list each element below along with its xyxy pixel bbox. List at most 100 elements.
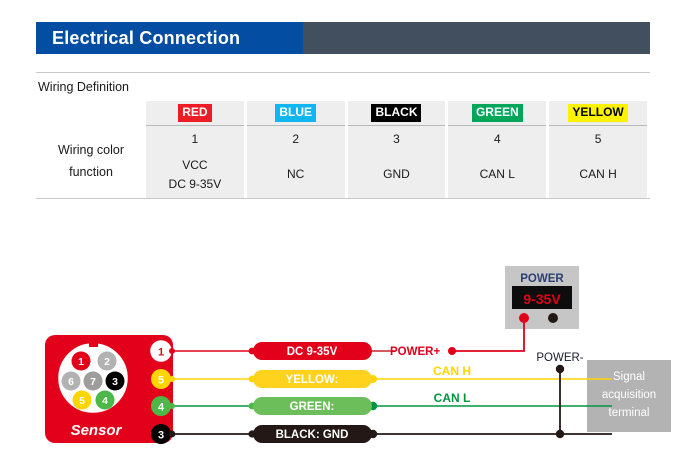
annotation-can-l: CAN L (434, 391, 471, 405)
signal-terminal-line1: Signal (613, 371, 645, 383)
annotation-power-minus: POWER- (536, 352, 583, 364)
signal-terminal-line3: terminal (609, 407, 650, 419)
wire-label-text-green: GREEN: (290, 401, 335, 413)
wire-label-yellow: YELLOW: (253, 370, 372, 388)
sensor-terminals: 1 5 4 3 (150, 340, 176, 444)
section-divider-top (36, 72, 650, 73)
pin-1-label: 1 (78, 356, 84, 368)
table-cell-number-4: 4 (448, 125, 547, 151)
wire-can-l (172, 401, 612, 411)
terminal-badge-5 (151, 369, 171, 389)
wire-node-power-plus (448, 347, 456, 355)
wire-red-segment-right (452, 318, 525, 352)
terminal-badge-1-label: 1 (158, 347, 164, 359)
pin-2 (97, 351, 117, 371)
terminal-badge-3 (151, 424, 171, 444)
pin-7 (83, 371, 103, 391)
sensor-connector: 1 2 6 7 3 5 4 Sensor 1 5 4 (45, 335, 176, 444)
table-cell-function-3: GND (347, 151, 446, 198)
connector-keyway (89, 341, 98, 347)
wire-label-pill-yellow (253, 370, 372, 388)
table-cell-function-4: CAN L (448, 151, 547, 198)
table-cell-function-1: VCC DC 9-35V (146, 151, 244, 198)
color-chip-blue: BLUE (275, 104, 317, 122)
table-row-functions: VCC DC 9-35V NC GND CAN L CAN H (39, 151, 647, 198)
power-module-display (512, 286, 572, 309)
wiring-definition-table: RED BLUE BLACK GREEN YELLOW Wiring color… (36, 101, 650, 198)
section-divider-bottom (36, 198, 650, 199)
wire-power-positive (172, 318, 525, 355)
wire-ground (172, 364, 612, 439)
color-chip-green: GREEN (471, 104, 523, 122)
table-row-numbers: Wiring color function 1 2 3 4 5 (39, 125, 647, 198)
wiring-definition-caption: Wiring Definition (38, 80, 130, 94)
table-corner-cell (39, 101, 143, 125)
function-line1: VCC (182, 157, 208, 172)
signal-terminal-line2: acquisition (602, 389, 656, 401)
wire-label-pill-green (253, 397, 372, 415)
annotation-can-h: CAN H (433, 364, 471, 378)
color-chip-black: BLACK (371, 104, 422, 122)
terminal-dot-1 (169, 348, 175, 354)
row-header-line2: function (69, 164, 113, 179)
table-row-colors: RED BLUE BLACK GREEN YELLOW (39, 101, 647, 125)
terminal-badge-4 (151, 396, 171, 416)
wiring-definition-section: Wiring Definition RED BLUE BLACK GREEN Y… (36, 72, 650, 199)
wire-label-pill-dc (253, 342, 372, 360)
terminal-dot-3 (168, 430, 176, 438)
color-chip-red: RED (178, 104, 212, 122)
row-header-line1: Wiring color (58, 142, 124, 157)
wire-label-text-dc: DC 9-35V (287, 346, 338, 358)
pin-5-label: 5 (79, 395, 85, 407)
pin-3-label: 3 (112, 376, 118, 388)
table-cell-function-5: CAN H (549, 151, 647, 198)
wiring-diagram: POWER 9-35V Signal acquisition terminal (0, 250, 696, 465)
wire-node-power-minus (555, 364, 565, 374)
terminal-badge-4-label: 4 (158, 402, 165, 414)
table-cell-number-3: 3 (347, 125, 446, 151)
table-cell-number-5: 5 (549, 125, 647, 151)
wire-label-black: BLACK: GND (253, 425, 372, 443)
terminal-badge-5-label: 5 (158, 375, 164, 387)
pin-3 (105, 371, 125, 391)
pin-5 (72, 390, 92, 410)
pin-2-label: 2 (104, 356, 110, 368)
table-cell-function-2: NC (246, 151, 345, 198)
table-cell-color-3: BLACK (347, 101, 446, 125)
pin-1 (71, 351, 91, 371)
header-slate-block (303, 22, 650, 54)
sensor-label: Sensor (71, 422, 123, 439)
row-header-wiring-color-function: Wiring color function (39, 125, 143, 198)
connector-pins: 1 2 6 7 3 5 4 (61, 351, 125, 410)
function-line2: DC 9-35V (168, 176, 222, 191)
pin-4 (95, 390, 115, 410)
wire-label-text-yellow: YELLOW: (286, 374, 339, 386)
power-module-display-value: 9-35V (523, 291, 561, 307)
wire-label-dc: DC 9-35V (253, 342, 372, 360)
wire-label-green: GREEN: (253, 397, 372, 415)
terminal-dot-4 (169, 403, 175, 409)
pin-4-label: 4 (102, 395, 108, 407)
table-cell-color-1: RED (146, 101, 244, 125)
power-terminal-negative[interactable] (548, 313, 558, 323)
table-cell-color-4: GREEN (448, 101, 547, 125)
color-chip-yellow: YELLOW (568, 104, 628, 122)
wire-label-text-black: BLACK: GND (276, 429, 349, 441)
pin-6 (61, 371, 81, 391)
wire-can-h (172, 375, 612, 383)
signal-terminal-body (587, 360, 671, 432)
terminal-badge-3-label: 3 (158, 430, 164, 442)
table-cell-number-2: 2 (246, 125, 345, 151)
wire-node-ground-junction (555, 429, 565, 439)
power-module-title: POWER (520, 273, 564, 285)
page-title: Electrical Connection (52, 28, 241, 48)
power-module: POWER 9-35V (505, 266, 579, 329)
table-cell-color-2: BLUE (246, 101, 345, 125)
header-banner: Electrical Connection (36, 22, 650, 54)
signal-acquisition-terminal: Signal acquisition terminal (587, 360, 671, 432)
pin-6-label: 6 (68, 376, 74, 388)
wire-label-pill-black (253, 425, 372, 443)
pin-7-label: 7 (90, 376, 96, 388)
table-cell-color-5: YELLOW (549, 101, 647, 125)
header-accent-block (36, 22, 303, 54)
